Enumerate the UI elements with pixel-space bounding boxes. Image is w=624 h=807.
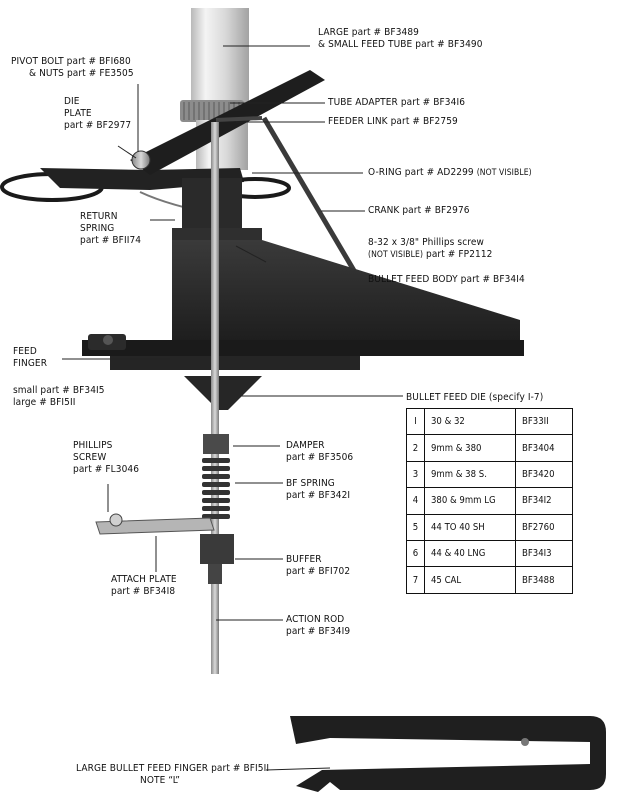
die-number-cell: 6 (406, 539, 425, 568)
die-number-cell: I (406, 407, 425, 436)
die-number-cell: 7 (406, 566, 425, 594)
crank-label: CRANK part # BF2976 (368, 205, 470, 216)
die-part-cell: BF33II (515, 407, 573, 436)
tube-label: LARGE part # BF3489& SMALL FEED TUBE par… (318, 27, 483, 50)
die-caliber-cell: 30 & 32 (424, 407, 516, 436)
bullet-feed-body-label: BULLET FEED BODY part # BF34I4 (368, 274, 525, 285)
feeder-link (215, 116, 263, 122)
base-plate (82, 340, 524, 356)
die-number-cell: 3 (406, 460, 425, 489)
die-number-cell: 2 (406, 434, 425, 462)
bullet-feed-die (184, 376, 262, 410)
action-rod (211, 122, 219, 674)
damper-nut (203, 434, 229, 454)
pivot-arm (130, 70, 325, 175)
large-feed-finger (290, 716, 606, 792)
bullet-feed-body (172, 240, 520, 348)
die-part-cell: BF3488 (515, 566, 573, 594)
die-part-cell: BF3420 (515, 460, 573, 489)
die-part-cell: BF2760 (515, 513, 573, 541)
pivot-bolt-label: PIVOT BOLT part # BFI680& NUTS part # FE… (11, 56, 134, 79)
feeder-link-label: FEEDER LINK part # BF2759 (328, 116, 458, 127)
die-caliber-cell: 44 & 40 LNG (424, 539, 516, 568)
die-caliber-cell: 45 CAL (424, 566, 516, 594)
die-number-cell: 5 (406, 513, 425, 541)
attach-plate (95, 517, 215, 535)
phillips-screw-head (109, 513, 123, 527)
die-caliber-cell: 9mm & 380 (424, 434, 516, 462)
o-ring-label: O-RING part # AD2299 (NOT VISIBLE) (368, 167, 532, 178)
feed-tube (191, 8, 249, 103)
pivot-bolt (131, 150, 151, 170)
buffer (200, 534, 234, 564)
phillips-screw-8-32-label: 8-32 x 3/8" Phillips screw (NOT VISIBLE)… (368, 237, 493, 260)
die-caliber-cell: 9mm & 38 S. (424, 460, 516, 489)
bullet-feed-die-label: BULLET FEED DIE (specify I-7) (406, 392, 544, 403)
die-caliber-cell: 44 TO 40 SH (424, 513, 516, 541)
die-caliber-cell: 380 & 9mm LG (424, 487, 516, 515)
die-part-cell: BF3404 (515, 434, 573, 462)
tube-adapter-label: TUBE ADAPTER part # BF34I6 (328, 97, 466, 108)
die-number-cell: 4 (406, 487, 425, 515)
die-part-cell: BF34I2 (515, 487, 573, 515)
bf-spring (202, 458, 230, 519)
die-part-cell: BF34I3 (515, 539, 573, 568)
